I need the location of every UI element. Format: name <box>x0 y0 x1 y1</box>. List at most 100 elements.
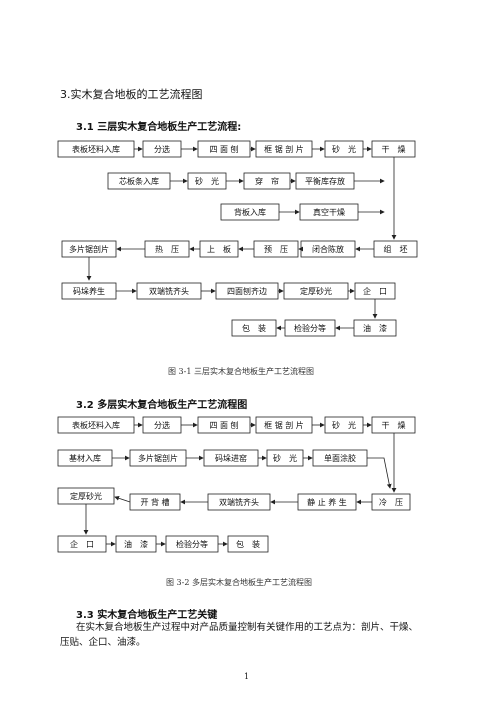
fig1-r5-box-2-label: 四面刨齐边 <box>227 286 267 296</box>
fig1-r1-box-3: 框 锯 剖 片 <box>255 140 313 158</box>
paragraph-line2: 压贴、企口、油漆。 <box>60 637 146 648</box>
fig2-r1-box-5: 干 燥 <box>371 416 416 434</box>
fig2-r4-box-1: 油 漆 <box>115 535 157 553</box>
fig2-r4-box-0: 企 口 <box>57 535 107 553</box>
fig2-r1-box-0: 表板坯料入库 <box>57 416 135 434</box>
fig1-r2-box-0: 芯板条入库 <box>107 172 171 190</box>
fig2-r2-box-2: 码垛进窑 <box>203 449 259 467</box>
fig1-r5-box-0: 码垛养生 <box>61 282 117 300</box>
fig1-r4-box-1-label: 热 压 <box>155 244 179 254</box>
fig1-r5-box-0-label: 码垛养生 <box>73 286 105 296</box>
fig1-r4-box-0-label: 多片锯剖片 <box>69 244 109 254</box>
fig2-r2-box-4-label: 单面涂胶 <box>324 453 356 463</box>
fig2-r1-box-1: 分选 <box>142 416 182 434</box>
fig1-r5-box-4-label: 企 口 <box>363 286 387 296</box>
fig2-r3-box-3-label: 静 止 养 生 <box>307 497 347 507</box>
fig2-r4-box-3: 包 装 <box>227 535 269 553</box>
section-title: 3.实木复合地板的工艺流程图 <box>60 88 203 101</box>
fig1-r3-box-1: 真空干燥 <box>299 203 359 221</box>
fig1-r3-box-1-label: 真空干燥 <box>313 207 345 217</box>
fig2-r3-box-4-label: 冷 压 <box>379 497 403 507</box>
fig1-r4-box-0: 多片锯剖片 <box>61 240 117 258</box>
fig1-r2-box-0-label: 芯板条入库 <box>119 176 159 186</box>
fig1-r4-box-3-label: 预 压 <box>264 244 288 254</box>
fig2-r4-box-3-label: 包 装 <box>236 539 260 549</box>
fig2-r2-box-0: 基材入库 <box>57 449 113 467</box>
fig1-r1-box-5: 干 燥 <box>371 140 416 158</box>
fig2-r2-box-3-label: 砂 光 <box>273 453 297 463</box>
fig2-r2-box-3: 砂 光 <box>266 449 304 467</box>
figure-3-1-caption: 图 3-1 三层实木复合地板生产工艺流程图 <box>168 367 314 376</box>
fig2-r1-box-4-label: 砂 光 <box>332 420 356 430</box>
fig1-r6-box-0-label: 包 装 <box>242 323 266 333</box>
fig1-r5-box-1: 双端铣齐头 <box>136 282 202 300</box>
fig1-r4-box-3: 预 压 <box>253 240 299 258</box>
fig1-r2-box-3-label: 平衡库存放 <box>305 176 345 186</box>
fig2-r1-box-1-label: 分选 <box>154 420 170 430</box>
fig1-r6-box-1-label: 检验分等 <box>294 323 326 333</box>
sub1-heading: 3.1 三层实木复合地板生产工艺流程: <box>76 122 242 133</box>
fig1-r4-box-2-label: 上 板 <box>207 244 231 254</box>
fig1-r1-box-0-label: 表板坯料入库 <box>72 144 120 154</box>
fig2-r1-box-4: 砂 光 <box>324 416 364 434</box>
fig1-r1-box-4-label: 砂 光 <box>332 144 356 154</box>
fig2-r3-box-1: 开 背 槽 <box>129 493 181 511</box>
fig2-r1-box-3: 框 锯 剖 片 <box>255 416 313 434</box>
fig2-r1-box-0-label: 表板坯料入库 <box>72 420 120 430</box>
fig2-r3-box-2: 双端铣齐头 <box>207 493 271 511</box>
fig1-r1-box-2-label: 四 面 刨 <box>209 144 238 154</box>
fig1-r1-box-4: 砂 光 <box>324 140 364 158</box>
fig2-r2-box-4: 单面涂胶 <box>312 449 368 467</box>
fig1-r2-box-1-label: 砂 光 <box>195 176 219 186</box>
fig1-r1-box-2: 四 面 刨 <box>197 140 251 158</box>
paragraph-line1: 在实木复合地板生产过程中对产品质量控制有关键作用的工艺点为：剖片、干燥、 <box>76 622 419 633</box>
fig2-r4-box-0-label: 企 口 <box>70 539 94 549</box>
fig1-r2-box-2-label: 穿 帘 <box>255 176 279 186</box>
fig1-r3-box-0: 背板入库 <box>220 203 280 221</box>
fig1-r5-box-3-label: 定厚砂光 <box>300 286 332 296</box>
fig2-r2-box-2-label: 码垛进窑 <box>215 453 247 463</box>
fig1-r5-box-1-label: 双端铣齐头 <box>149 286 189 296</box>
fig1-r6-box-0: 包 装 <box>231 319 277 337</box>
fig2-r2-box-1-label: 多片锯剖片 <box>138 453 178 463</box>
fig1-r6-box-2-label: 油 漆 <box>363 323 387 333</box>
fig2-r4-box-2: 检验分等 <box>165 535 219 553</box>
fig1-r4-box-5-label: 组 坯 <box>384 244 408 254</box>
fig2-r3-arrow-0 <box>114 495 131 503</box>
sub2-heading: 3.2 多层实木复合地板生产工艺流程图 <box>76 400 248 411</box>
fig1-r6-box-2: 油 漆 <box>353 319 397 337</box>
fig1-r4-box-2: 上 板 <box>199 240 239 258</box>
fig2-r4-box-1-label: 油 漆 <box>124 539 148 549</box>
fig1-r1-box-5-label: 干 燥 <box>382 145 406 154</box>
fig1-r2-box-3: 平衡库存放 <box>295 172 355 190</box>
fig2-r3-box-0: 定厚砂光 <box>57 487 115 505</box>
fig1-r5-box-2: 四面刨齐边 <box>215 282 279 300</box>
fig2-r3-box-3: 静 止 养 生 <box>297 493 357 511</box>
fig2-r1-box-2: 四 面 刨 <box>197 416 251 434</box>
fig2-r1-box-3-label: 框 锯 剖 片 <box>264 420 304 430</box>
fig2-r2-box-0-label: 基材入库 <box>69 453 101 463</box>
page-number: 1 <box>244 672 250 681</box>
fig1-r5-box-3: 定厚砂光 <box>283 282 349 300</box>
fig1-r1-box-0: 表板坯料入库 <box>57 140 135 158</box>
fig2-r3-box-4: 冷 压 <box>371 493 411 511</box>
fig2-r4-box-2-label: 检验分等 <box>176 539 208 549</box>
fig1-r6-box-1: 检验分等 <box>284 319 336 337</box>
fig2-r1-box-2-label: 四 面 刨 <box>209 420 238 430</box>
fig1-r1-box-1-label: 分选 <box>154 144 170 154</box>
fig1-r4-box-4: 闭合陈放 <box>300 240 356 258</box>
fig1-r3-box-0-label: 背板入库 <box>234 207 266 217</box>
fig1-r2-box-2: 穿 帘 <box>243 172 291 190</box>
sub3-heading: 3.3 实木复合地板生产工艺关键 <box>76 610 218 621</box>
fig2-r2-box-1: 多片锯剖片 <box>129 449 187 467</box>
fig1-r4-box-4-label: 闭合陈放 <box>312 244 344 254</box>
fig1-r5-box-4: 企 口 <box>354 282 396 300</box>
fig2-r1-box-5-label: 干 燥 <box>382 421 406 430</box>
fig2-r3-box-0-label: 定厚砂光 <box>70 491 102 501</box>
fig1-r4-box-1: 热 压 <box>144 240 190 258</box>
fig2-r3-box-2-label: 双端铣齐头 <box>219 497 259 507</box>
fig1-r1-box-1: 分选 <box>142 140 182 158</box>
fig2-r3-box-1-label: 开 背 槽 <box>140 497 169 507</box>
fig1-r2-box-1: 砂 光 <box>187 172 227 190</box>
